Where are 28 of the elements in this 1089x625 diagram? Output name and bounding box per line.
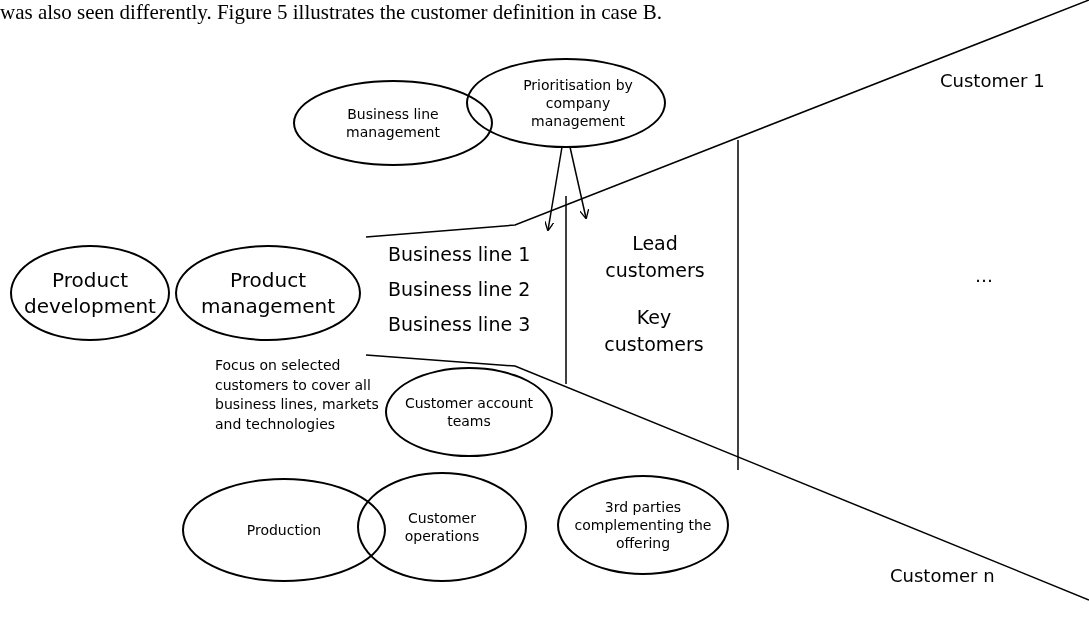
node-label: 3rd parties complementing the offering xyxy=(573,497,713,553)
node-label: Customer operations xyxy=(403,508,481,546)
text-label: Customer n xyxy=(890,564,995,588)
node-label: Business line management xyxy=(345,104,441,142)
caption: was also seen differently. Figure 5 illustrates the customer definition in case B. xyxy=(0,0,662,25)
ellipse-node xyxy=(357,472,527,582)
node-label: Product management xyxy=(200,267,336,319)
node-label: Prioritisation by company management xyxy=(522,75,634,131)
text-label: Business line 1 xyxy=(388,242,531,267)
node-label: Customer account teams xyxy=(404,393,534,431)
node-label: Production xyxy=(245,520,323,540)
text-label: Business line 2 xyxy=(388,277,531,302)
ellipse-node xyxy=(182,478,386,582)
ellipse-node xyxy=(557,475,729,575)
ellipse-node xyxy=(293,80,493,166)
text-label: Key customers xyxy=(603,305,705,357)
node-label: Product development xyxy=(23,267,157,319)
arrow xyxy=(544,146,563,232)
ellipse-node xyxy=(10,245,170,341)
text-label: Customer 1 xyxy=(940,69,1045,93)
text-label: Lead customers xyxy=(604,231,706,283)
ellipse-node xyxy=(175,245,361,341)
arrow xyxy=(569,146,590,220)
text-label: … xyxy=(975,264,993,288)
note: Focus on selected customers to cover all business lines, markets and technologies xyxy=(215,356,380,434)
ellipse-node xyxy=(466,58,666,148)
text-label: Business line 3 xyxy=(388,312,531,337)
ellipse-node xyxy=(385,367,553,457)
